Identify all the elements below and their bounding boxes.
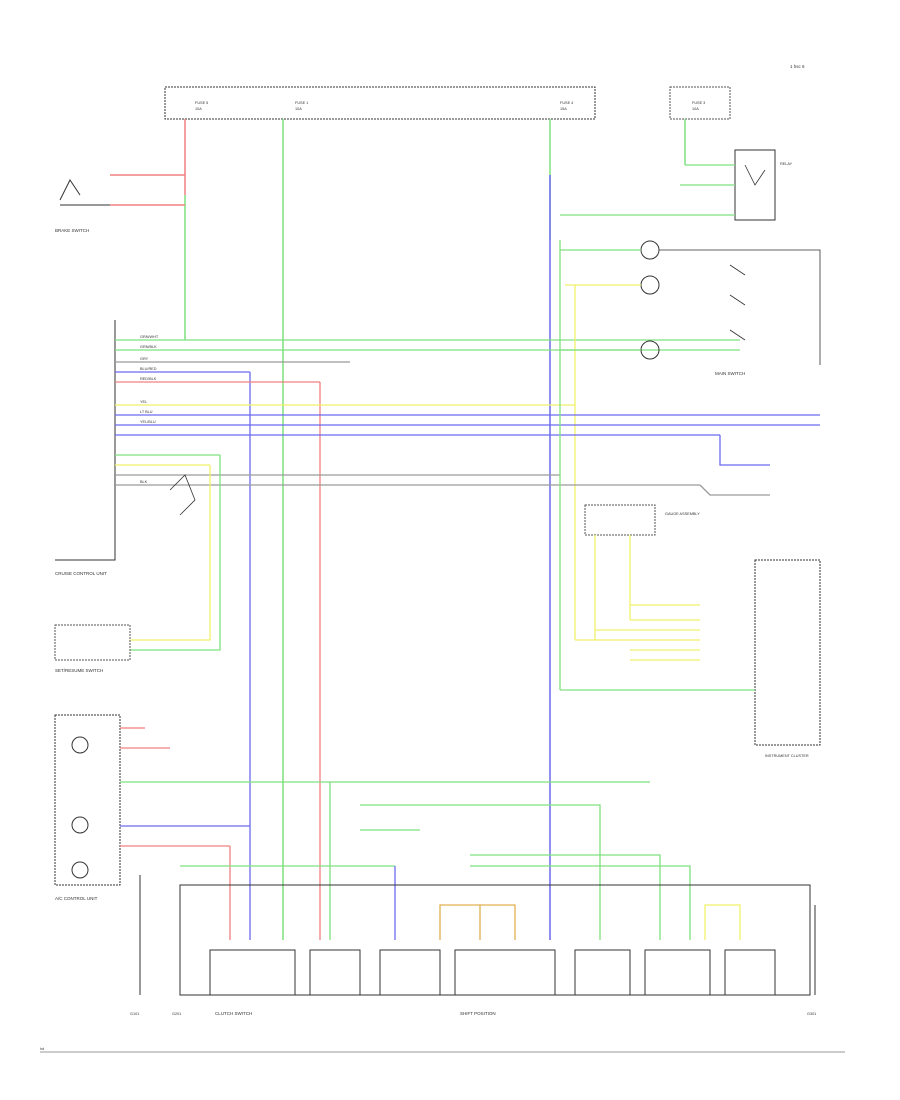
gauge-label: GAUGE ASSEMBLY [665,512,700,516]
main-switch-label: MAIN SWITCH [715,371,745,376]
ground-mid: G201 [172,940,181,1016]
ground-right: G301 [807,905,816,1016]
wire-green-low-5 [470,865,691,940]
ground-left: G101 [130,875,141,1016]
cruise-unit-label: CRUISE CONTROL UNIT [55,571,107,576]
wire-label-9: BLK [140,480,148,484]
wire-label-6: YEL [140,400,147,404]
ac-unit-label: A/C CONTROL UNIT [55,896,98,901]
footer-ref: hd [40,1047,44,1051]
set-resume-switch: SET/RESUME SWITCH [54,455,221,673]
relay-label: RELAY [780,162,793,166]
clutch-switch-label: CLUTCH SWITCH [215,1011,252,1016]
cluster-label: INSTRUMENT CLUSTER [765,754,809,758]
instrument-cluster: INSTRUMENT CLUSTER [559,240,821,758]
wire-blue-h4-tail [719,435,770,466]
shift-position-label: SHIFT POSITION [460,1011,496,1016]
fuse-box-secondary: FUSE 3 10A [669,86,731,120]
wire-yellow-low [704,904,741,940]
wire-label-7: LT BLU [140,410,153,414]
wire-label-4: BLU/RED [140,367,157,371]
wire-label-1: GRN/WHT [140,335,159,339]
wire-label-3: GRY [140,357,149,361]
wire-label-5: RED/BLK [140,377,157,381]
brake-switch: BRAKE SWITCH [55,174,185,233]
relay-top-right: RELAY [560,149,793,221]
ac-control-unit: A/C CONTROL UNIT [54,714,650,940]
ground-label-1: G101 [130,1012,139,1016]
fuse-label-2: FUSE 1 [295,101,308,105]
gauge-assembly: GAUGE ASSEMBLY [575,504,700,661]
page-ref: 1 hsc 6 [790,64,805,69]
set-resume-label: SET/RESUME SWITCH [55,668,103,673]
fuse-sub-1: 10A [195,107,202,111]
fuse-label-1: FUSE 5 [195,101,208,105]
brake-switch-label: BRAKE SWITCH [55,228,89,233]
wire-gray-h3-tail [699,484,770,496]
fuse-sub-2: 10A [295,107,302,111]
wire-green-low-2 [360,804,601,940]
cruise-control-unit: CRUISE CONTROL UNIT [55,320,116,576]
wire-orange-low [439,904,516,940]
fuse-label-3: FUSE 4 [560,101,573,105]
ground-label-2: G201 [172,1012,181,1016]
fuse-label-4: FUSE 3 [692,101,705,105]
wire-green-low-4 [470,854,661,940]
ground-label-3: G301 [807,1012,816,1016]
wire-label-8: YEL/BLU [140,420,156,424]
fuse-box-main: FUSE 5 10A FUSE 1 10A FUSE 4 15A [164,86,596,120]
wire-label-2: GRN/BLK [140,345,157,349]
main-switch: MAIN SWITCH [560,240,821,376]
fuse-sub-4: 10A [692,107,699,111]
fuse-sub-3: 15A [560,107,567,111]
